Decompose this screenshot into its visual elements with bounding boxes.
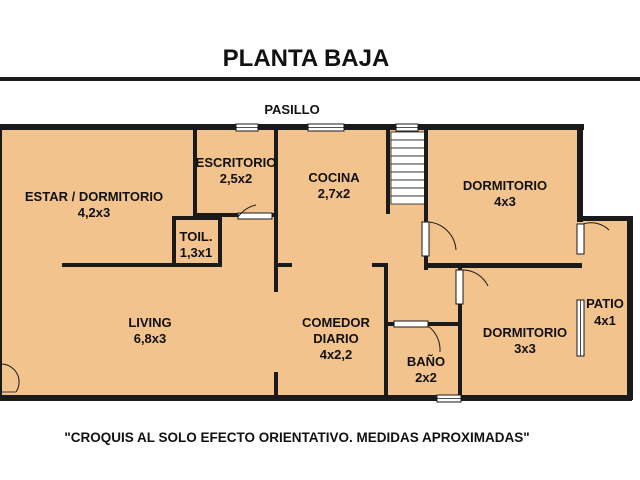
room-toilette: TOIL. 1,3x1: [180, 229, 213, 260]
door: [237, 204, 273, 220]
room-dormitorio-1: DORMITORIO 4x3: [463, 178, 547, 209]
wall: [424, 124, 584, 130]
wall: [172, 216, 222, 220]
room-size: 6,8x3: [134, 331, 167, 346]
room-size: 3x3: [514, 341, 536, 356]
room-estar: ESTAR / DORMITORIO 4,2x3: [25, 189, 163, 220]
window: [436, 394, 462, 403]
room-name: ESCRITORIO: [196, 155, 277, 170]
room-size: 4,2x3: [78, 205, 111, 220]
room-name: ESTAR / DORMITORIO: [25, 189, 163, 204]
stair-step: [390, 171, 426, 181]
window: [576, 299, 585, 357]
room-size: 2,7x2: [318, 186, 351, 201]
wall: [193, 124, 391, 130]
room-size: 1,3x1: [180, 245, 213, 260]
room-size: 2,5x2: [220, 171, 253, 186]
stair-step: [390, 147, 426, 157]
wall: [193, 124, 197, 216]
stair-step: [390, 139, 426, 149]
door: [421, 221, 457, 257]
stairs: [390, 131, 426, 205]
title-underline: [0, 77, 640, 81]
patio-floor: [580, 218, 628, 398]
wall: [577, 124, 583, 222]
room-cocina: COCINA 2,7x2: [308, 170, 360, 201]
room-escritorio: ESCRITORIO 2,5x2: [196, 155, 277, 186]
room-name: COCINA: [308, 170, 360, 185]
wall: [372, 263, 388, 267]
stair-step: [390, 195, 426, 205]
stair-step: [390, 187, 426, 197]
wall: [384, 263, 388, 399]
room-living: LIVING 6,8x3: [128, 315, 171, 346]
hallway-label: PASILLO: [264, 102, 319, 117]
door: [393, 320, 441, 353]
wall: [458, 266, 462, 400]
room-name-2: DIARIO: [313, 331, 359, 346]
room-name: TOIL.: [180, 229, 213, 244]
room-name: PATIO: [586, 296, 624, 311]
stair-step: [390, 179, 426, 189]
room-dormitorio-2: DORMITORIO 3x3: [483, 325, 567, 356]
wall: [577, 216, 632, 221]
room-name: COMEDOR: [302, 315, 371, 330]
room-size: 2x2: [415, 370, 437, 385]
wall: [274, 128, 278, 292]
stair-step: [390, 155, 426, 165]
wall: [0, 395, 632, 401]
wall: [424, 128, 428, 270]
wall: [386, 128, 390, 214]
room-comedor: COMEDOR DIARIO 4x2,2: [302, 315, 371, 362]
wall: [0, 124, 2, 400]
room-size: 4x2,2: [320, 347, 353, 362]
room-size: 4x1: [594, 313, 616, 328]
room-patio: PATIO 4x1: [586, 296, 624, 328]
wall: [424, 263, 582, 268]
wall: [193, 213, 277, 217]
wall: [274, 263, 292, 267]
windows: [235, 123, 585, 403]
wall: [274, 372, 278, 398]
door: [0, 363, 20, 393]
wall: [627, 216, 633, 400]
room-bano: BAÑO 2x2: [407, 354, 445, 385]
window: [395, 123, 419, 132]
wall: [172, 216, 176, 266]
room-name: DORMITORIO: [483, 325, 567, 340]
door: [455, 269, 489, 305]
wall: [62, 263, 222, 267]
stair-step: [390, 163, 426, 173]
room-name: DORMITORIO: [463, 178, 547, 193]
room-size: 4x3: [494, 194, 516, 209]
window: [235, 123, 259, 132]
doors: [0, 204, 610, 393]
disclaimer-note: "CROQUIS AL SOLO EFECTO ORIENTATIVO. MED…: [64, 430, 529, 445]
stair-step: [390, 131, 426, 141]
window: [307, 123, 345, 132]
wall: [218, 216, 222, 266]
room-name: LIVING: [128, 315, 171, 330]
wall: [0, 124, 200, 130]
plan-title: PLANTA BAJA: [223, 45, 390, 72]
room-name: BAÑO: [407, 354, 445, 369]
door: [576, 222, 610, 255]
